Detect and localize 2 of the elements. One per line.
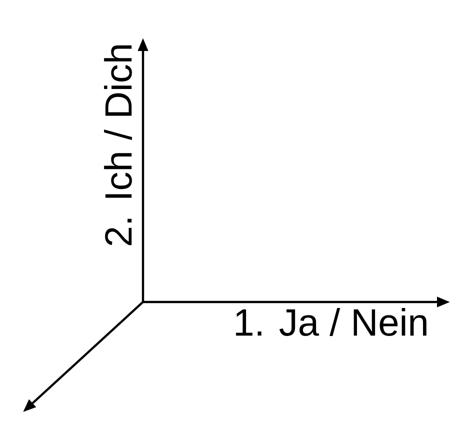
axis-label: 1. Ja / Nein [236, 308, 426, 336]
axis-label: 2. Ich / Dich [104, 45, 132, 246]
